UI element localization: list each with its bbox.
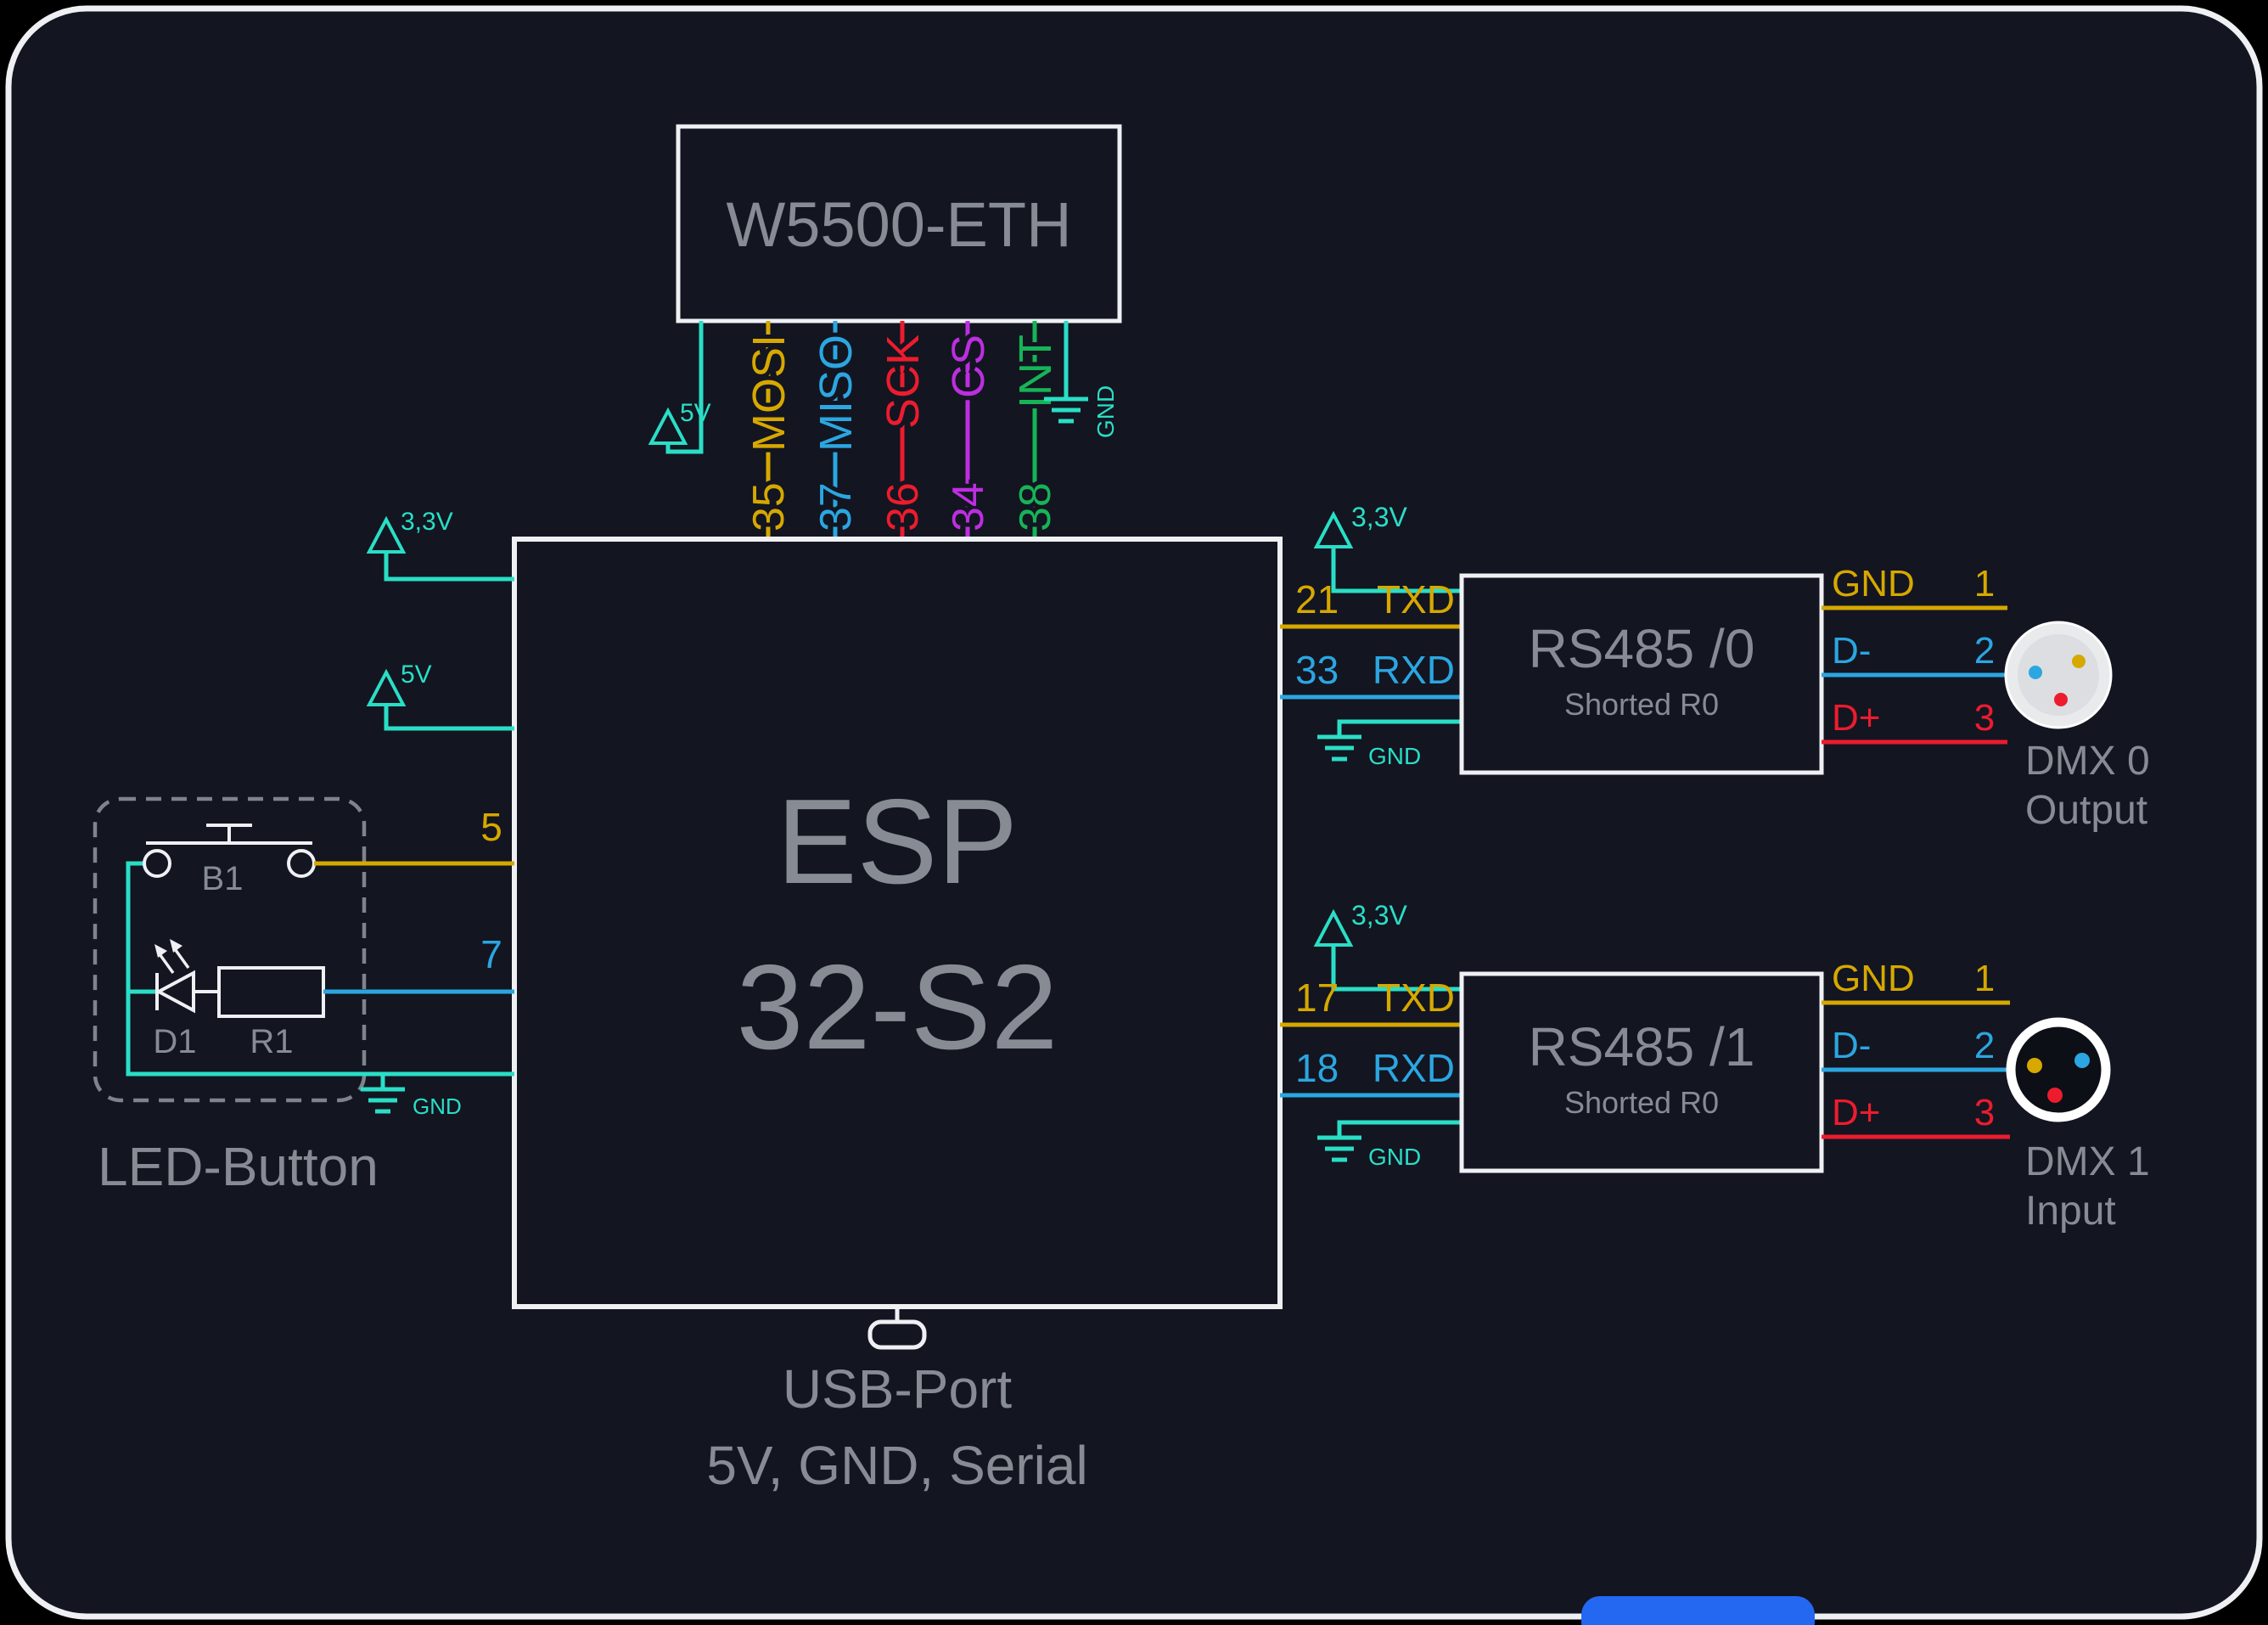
dmx1-dminus-label: D-: [1832, 1025, 1871, 1066]
wire-esp-5v: [384, 705, 514, 731]
dmx1-pin3-number: 3: [1974, 1092, 1995, 1133]
usb-caption-line2: 5V, GND, Serial: [706, 1435, 1087, 1496]
usb-caption-line1: USB-Port: [783, 1358, 1013, 1420]
device-frame: [5, 5, 2263, 1620]
gnd-label-rs485-0: GND: [1368, 743, 1421, 769]
pin-label-21: 21: [1295, 577, 1339, 621]
esp-module: ESP 32-S2: [512, 537, 1283, 1309]
signal-label-sck: SCK: [878, 335, 929, 429]
power-3v3-label-rs485-1: 3,3V: [1351, 900, 1407, 931]
wire-rs485-1-3v3: [1331, 945, 1462, 992]
rs485-1-box: [1459, 971, 1824, 1173]
eth-module-title: W5500-ETH: [726, 189, 1071, 260]
dmx0-direction: Output: [2025, 788, 2147, 833]
led-ref-label: D1: [153, 1023, 196, 1060]
signal-label-int: INT: [1010, 335, 1061, 408]
led-button-caption: LED-Button: [98, 1136, 379, 1197]
txd-label-1: TXD: [1377, 976, 1455, 1020]
wire-esp-3v3: [384, 552, 514, 582]
power-3v3-label-esp: 3,3V: [401, 508, 453, 536]
rs485-0-title: RS485 /0: [1529, 618, 1755, 679]
esp-power-5v: 5V: [366, 661, 514, 731]
led-button-outline: [93, 796, 367, 1103]
wire-rs485-1-gnd: [1337, 1120, 1462, 1138]
signal-label-mosi: MOSI: [744, 335, 794, 452]
led-button-group: B1 D1 R1 5 7 GND LED-Button: [93, 796, 514, 1197]
rs485-1-subtitle: Shorted R0: [1564, 1085, 1719, 1120]
pin-label-34: 34: [944, 482, 993, 531]
esp-name-line2: 32-S2: [737, 940, 1058, 1075]
dmx1-pin1-number: 1: [1974, 958, 1995, 999]
rs485-0-subtitle: Shorted R0: [1564, 687, 1719, 722]
pin-label-17: 17: [1295, 976, 1339, 1020]
txd-label-0: TXD: [1377, 577, 1455, 621]
usb-port: USB-Port 5V, GND, Serial: [706, 1307, 1088, 1496]
gnd-label-ledbutton: GND: [413, 1094, 462, 1119]
dmx1-name: DMX 1: [2025, 1139, 2150, 1184]
wire-ledbutton-gnd: [126, 861, 514, 1077]
power-3v3-symbol-rs485-1: [1313, 908, 1354, 947]
power-3v3-label-rs485-0: 3,3V: [1351, 502, 1407, 532]
dmx1-connector: [2006, 1017, 2111, 1122]
signal-label-cs: CS: [943, 335, 994, 398]
power-3v3-symbol-rs485-0: [1313, 510, 1354, 548]
gnd-label-eth: GND: [1092, 385, 1119, 438]
gnd-label-rs485-1: GND: [1368, 1144, 1421, 1170]
dmx1-pin2-number: 2: [1974, 1025, 1995, 1066]
pin-label-36: 36: [879, 482, 928, 531]
esp-name-line1: ESP: [777, 774, 1018, 909]
gnd-symbol-eth: [1044, 396, 1088, 424]
dmx1-gnd-label: GND: [1832, 958, 1915, 999]
power-5v-symbol-esp: [366, 668, 407, 706]
gnd-symbol-ledbutton: [361, 1087, 405, 1114]
dmx0-pin1-number: 1: [1974, 563, 1995, 604]
uart0-group: 3,3V 21 TXD 33 RXD GND RS485 /0 Shorted …: [1280, 502, 2150, 833]
dmx0-gnd-label: GND: [1832, 563, 1915, 604]
power-3v3-symbol-esp: [366, 515, 407, 554]
dmx1-dplus-label: D+: [1832, 1092, 1880, 1133]
eth-module: W5500-ETH: [676, 124, 1122, 323]
rxd-label-1: RXD: [1373, 1046, 1455, 1090]
power-5v-label-esp: 5V: [401, 661, 432, 689]
esp-power-3v3: 3,3V: [366, 508, 514, 582]
pin-label-37: 37: [811, 482, 861, 531]
dmx0-pin3-number: 3: [1974, 697, 1995, 739]
rxd-label-0: RXD: [1373, 648, 1455, 692]
pin-label-5: 5: [480, 805, 502, 849]
dmx0-connector: [2004, 621, 2113, 729]
eth-module-box: [676, 124, 1122, 323]
pin-label-7: 7: [480, 932, 502, 976]
uart1-group: 3,3V 17 TXD 18 RXD GND RS485 /1 Shorted …: [1280, 900, 2150, 1234]
dmx0-pin2-number: 2: [1974, 630, 1995, 672]
power-5v-symbol-eth: [648, 407, 688, 445]
gnd-symbol-rs485-1: [1317, 1135, 1361, 1162]
pin-label-38: 38: [1011, 482, 1060, 531]
wire-rs485-0-3v3: [1331, 547, 1462, 593]
signal-label-miso: MISO: [811, 335, 862, 452]
pin-label-18: 18: [1295, 1046, 1339, 1090]
dmx0-dplus-label: D+: [1832, 697, 1880, 739]
eth-bus: 5V MOSI MISO SCK CS INT 35 37 36 34 38 G…: [648, 321, 1119, 539]
power-5v-label-eth: 5V: [680, 399, 711, 427]
led-d1-symbol: [154, 939, 219, 1014]
wire-rs485-0-gnd: [1337, 719, 1462, 737]
resistor-ref-label: R1: [250, 1023, 293, 1060]
pin-label-35: 35: [744, 482, 794, 531]
dmx0-dminus-label: D-: [1832, 630, 1871, 672]
button-ref-label: B1: [202, 860, 244, 897]
gnd-symbol-rs485-0: [1317, 734, 1361, 762]
usb-plug-icon: [867, 1319, 927, 1350]
bottom-accent-pill: [1581, 1596, 1815, 1625]
rs485-1-title: RS485 /1: [1529, 1016, 1755, 1077]
pin-label-33: 33: [1295, 648, 1339, 692]
dmx0-name: DMX 0: [2025, 739, 2150, 784]
dmx1-direction: Input: [2025, 1189, 2116, 1234]
wire-eth-5v: [665, 321, 704, 454]
